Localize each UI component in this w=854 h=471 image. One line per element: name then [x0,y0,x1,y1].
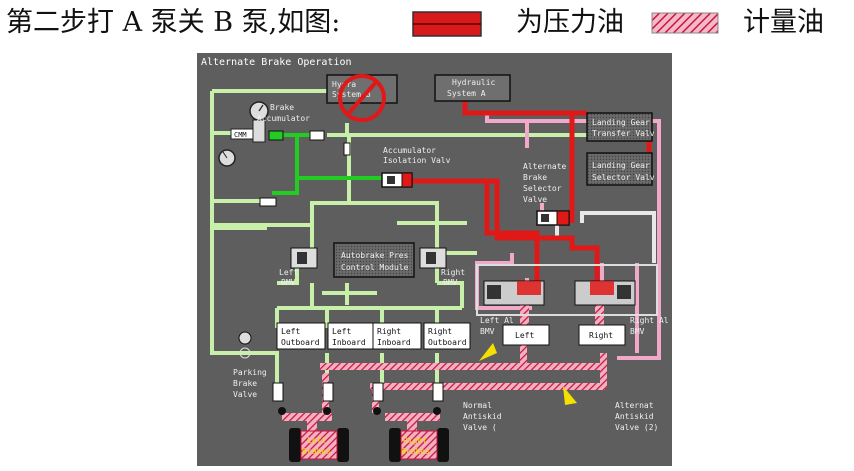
svg-text:Valve: Valve [523,195,547,204]
landing-gear-selector-valve: Landing Gear Selector Valv [586,152,655,186]
alternate-antiskid-valve-label: Alternat Antiskid Valve (2) [615,401,658,432]
indicator-arrow-icon [563,386,577,405]
svg-text:BMV: BMV [630,327,645,336]
svg-text:Accumulator: Accumulator [383,146,436,155]
svg-text:Valve (: Valve ( [463,423,497,432]
svg-text:Antiskid: Antiskid [615,412,654,421]
svg-text:Left: Left [515,331,534,340]
svg-text:Autobrake Pres: Autobrake Pres [341,251,409,260]
step-text: 第二步打 A 泵关 B 泵,如图: [6,7,341,38]
svg-text:Left: Left [281,327,300,336]
svg-text:Brakes: Brakes [401,447,430,456]
svg-text:Antiskid: Antiskid [463,412,502,421]
brake-junctions [278,407,441,415]
normal-antiskid-valve-label: Normal Antiskid Valve ( [463,401,502,432]
svg-text:Control Module: Control Module [341,263,409,272]
landing-gear-transfer-valve: Landing Gear Transfer Valv [586,112,655,142]
svg-text:Brake: Brake [270,103,294,112]
svg-text:Right Al: Right Al [630,316,669,325]
svg-text:Inboard: Inboard [332,338,366,347]
indicator-arrow-icon [479,343,497,361]
alternate-bmv-housing: Left Al BMV Right Al BMV [476,264,669,336]
header: 第二步打 A 泵关 B 泵,如图: 为压力油 计量油 [0,0,854,46]
metered-oil-label: 计量油 [743,7,824,38]
svg-text:Transfer Valv: Transfer Valv [592,129,655,138]
svg-text:Right: Right [441,268,465,277]
brake-accumulator: Brake Accumulator CMM [218,101,325,207]
svg-text:BMV: BMV [443,278,458,287]
hydraulic-system-b: Hydra System B [326,74,398,122]
svg-text:Left Al: Left Al [480,316,514,325]
svg-text:BMV: BMV [281,278,296,287]
svg-text:Isolation Valv: Isolation Valv [383,156,451,165]
brake-fuses [272,382,444,402]
wheel-icon [289,428,301,462]
accumulator-isolation-valve: Accumulator Isolation Valv [343,142,451,188]
svg-text:Right: Right [403,436,427,445]
right-brakes: Right Brakes [389,428,449,462]
disabled-icon [338,74,386,122]
svg-text:Outboard: Outboard [428,338,467,347]
svg-text:Left: Left [332,327,351,336]
svg-text:Right: Right [589,331,613,340]
svg-text:Brake: Brake [233,379,257,388]
left-brakes: Left Brakes [289,428,349,462]
wheel-icon [437,428,449,462]
right-bmv: Right BMV [419,247,465,287]
svg-text:Inboard: Inboard [377,338,411,347]
left-bmv: Left BMV [279,247,318,287]
svg-text:Valve (2): Valve (2) [615,423,658,432]
metered-oil-swatch [651,12,719,34]
svg-text:Alternate: Alternate [523,162,567,171]
svg-text:Outboard: Outboard [281,338,320,347]
brake-schematic: Alternate Brake Operation [197,53,672,466]
svg-text:System A: System A [447,89,486,98]
svg-text:BMV: BMV [480,327,495,336]
pressure-oil-label: 为压力油 [516,7,624,38]
antiskid-labels: Left Outboard Left Inboard Right Inboard… [276,322,626,350]
svg-text:Accumulator: Accumulator [257,114,310,123]
svg-text:Right: Right [428,327,452,336]
svg-text:Brake: Brake [523,173,547,182]
svg-text:Brakes: Brakes [302,447,331,456]
svg-text:Hydraulic: Hydraulic [452,78,496,87]
autobrake-control-module: Autobrake Pres Control Module [333,242,415,278]
parking-brake-icon [238,331,252,345]
wheel-icon [337,428,349,462]
pressure-oil-swatch [412,11,482,37]
svg-text:Right: Right [377,327,401,336]
svg-text:Landing Gear: Landing Gear [592,161,650,170]
svg-text:Normal: Normal [463,401,492,410]
pressure-oil-lines [412,101,652,281]
diagram-title: Alternate Brake Operation [201,57,352,68]
svg-text:Left: Left [307,436,326,445]
svg-text:System B: System B [332,90,371,99]
alternate-brake-selector-valve: Alternate Brake Selector Valve [523,162,570,226]
svg-text:Parking: Parking [233,368,267,377]
svg-text:Selector: Selector [523,184,562,193]
svg-text:Left: Left [279,268,298,277]
svg-text:Valve: Valve [233,390,257,399]
svg-text:Selector Valv: Selector Valv [592,173,655,182]
wheel-icon [389,428,401,462]
parking-brake-valve: Parking Brake Valve [233,331,267,399]
svg-text:Alternat: Alternat [615,401,654,410]
svg-text:CMM: CMM [234,131,247,139]
hydraulic-system-a: Hydraulic System A [434,74,511,102]
svg-text:Landing Gear: Landing Gear [592,118,650,127]
